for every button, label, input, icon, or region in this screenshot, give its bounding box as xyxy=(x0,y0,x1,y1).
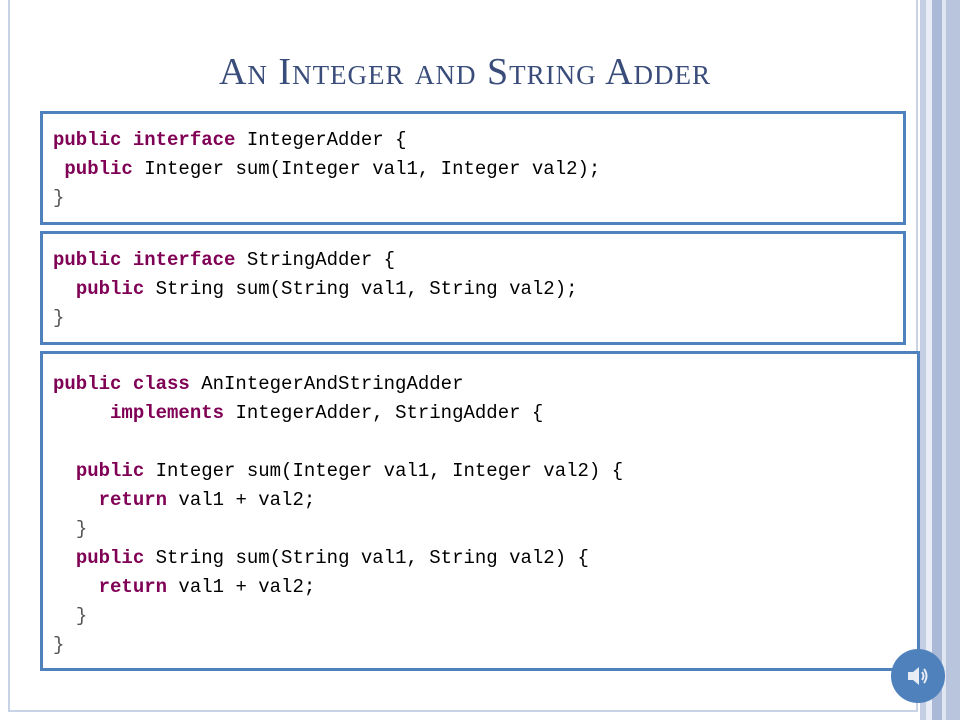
code-text-segment: val1 + val2; xyxy=(167,576,316,598)
code-text-segment: Integer sum(Integer val1, Integer val2) … xyxy=(144,460,624,482)
code-indent xyxy=(53,402,110,424)
code-text-segment: IntegerAdder, StringAdder { xyxy=(224,402,544,424)
code-block-integer-adder: public interface IntegerAdder { public I… xyxy=(40,111,906,225)
code-line: return val1 + val2; xyxy=(53,486,623,515)
code-line: public interface IntegerAdder { xyxy=(53,126,600,155)
code-text-segment: IntegerAdder { xyxy=(235,129,407,151)
code-keyword: return xyxy=(98,489,168,511)
decorative-stripe xyxy=(926,0,932,720)
code-line: public Integer sum(Integer val1, Integer… xyxy=(53,155,600,184)
code-text-segment: } xyxy=(53,307,65,329)
code-line: public interface StringAdder { xyxy=(53,246,578,275)
code-line: } xyxy=(53,304,578,333)
code-line: public String sum(String val1, String va… xyxy=(53,544,623,573)
decorative-stripe xyxy=(942,0,946,720)
code-text: public interface IntegerAdder { public I… xyxy=(53,126,600,213)
decorative-stripe xyxy=(946,0,960,720)
code-indent xyxy=(53,518,76,540)
code-line: } xyxy=(53,184,600,213)
code-text-segment: StringAdder { xyxy=(235,249,396,271)
code-line: } xyxy=(53,515,623,544)
code-indent xyxy=(53,489,99,511)
code-text-segment: val1 + val2; xyxy=(167,489,316,511)
slide-title: An Integer and String Adder xyxy=(218,51,712,93)
code-text-segment: AnIntegerAndStringAdder xyxy=(189,373,464,395)
code-line: implements IntegerAdder, StringAdder { xyxy=(53,399,623,428)
code-text-segment: String sum(String val1, String val2); xyxy=(144,278,578,300)
code-text-segment: } xyxy=(75,518,88,540)
code-keyword: public class xyxy=(53,373,190,395)
code-indent xyxy=(53,605,76,627)
code-keyword: public xyxy=(75,460,145,482)
code-line xyxy=(53,428,623,457)
code-indent xyxy=(53,460,76,482)
code-text-segment: } xyxy=(53,634,65,656)
code-keyword: public xyxy=(64,158,133,180)
code-line: } xyxy=(53,631,623,660)
code-keyword: public interface xyxy=(53,129,236,151)
code-line: public Integer sum(Integer val1, Integer… xyxy=(53,457,623,486)
code-text: public interface StringAdder { public St… xyxy=(53,246,578,333)
code-indent xyxy=(53,158,64,180)
audio-button[interactable] xyxy=(891,649,945,703)
code-text-segment: String sum(String val1, String val2) { xyxy=(144,547,589,569)
code-keyword: public xyxy=(75,278,145,300)
decorative-stripe xyxy=(920,0,926,720)
code-keyword: public interface xyxy=(53,249,236,271)
code-indent xyxy=(53,278,76,300)
code-indent xyxy=(53,547,76,569)
code-text-segment: Integer sum(Integer val1, Integer val2); xyxy=(132,158,601,180)
code-indent xyxy=(53,576,99,598)
code-keyword: public xyxy=(75,547,145,569)
code-keyword: return xyxy=(98,576,168,598)
code-text-segment: } xyxy=(75,605,88,627)
code-block-adder-class: public class AnIntegerAndStringAdder imp… xyxy=(40,351,920,671)
code-block-string-adder: public interface StringAdder { public St… xyxy=(40,231,906,345)
code-keyword: implements xyxy=(110,402,225,424)
decorative-stripe xyxy=(932,0,942,720)
code-line: public class AnIntegerAndStringAdder xyxy=(53,370,623,399)
code-text-segment: } xyxy=(53,187,65,209)
code-line: public String sum(String val1, String va… xyxy=(53,275,578,304)
code-text: public class AnIntegerAndStringAdder imp… xyxy=(53,370,623,660)
code-line: return val1 + val2; xyxy=(53,573,623,602)
code-line: } xyxy=(53,602,623,631)
